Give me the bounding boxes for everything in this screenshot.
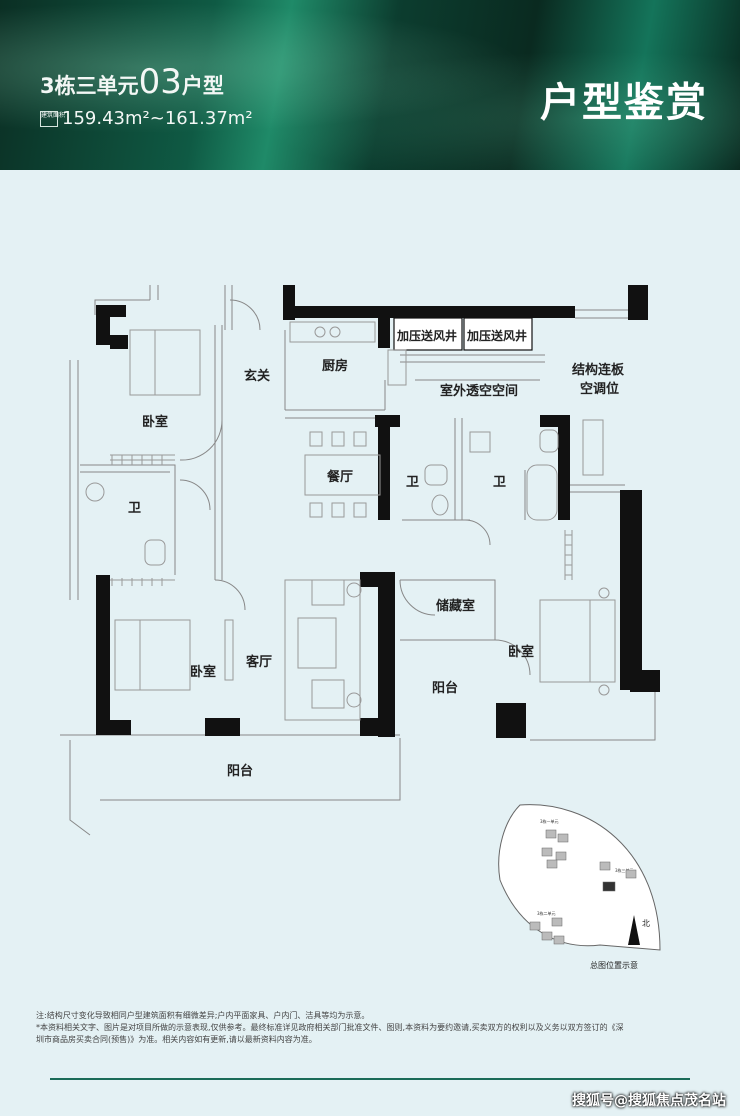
area-tag: 建筑面积	[40, 110, 65, 127]
label-shaft-1: 加压送风井	[396, 328, 457, 343]
label-storage: 储藏室	[435, 598, 475, 614]
coffee-table	[297, 617, 337, 669]
page-title: 户型鉴赏	[540, 80, 708, 126]
shaft-box-1	[393, 317, 463, 351]
floor-plan: 卧室 玄关 厨房 加压送风井 加压送风井 室外透空空间 结构连板 空调位 卫 餐…	[60, 285, 661, 970]
label-balcony-right: 阳台	[432, 680, 458, 696]
disclaimer-notes: 注:结构尺寸变化导致相同户型建筑面积有细微差异;户内平面家具、户内门、洁具等均为…	[36, 1010, 706, 1046]
unit-prefix: 3栋三单元	[40, 74, 139, 98]
site-unit2-label: 3栋二单元	[537, 910, 556, 916]
label-bedroom-top-left: 卧室	[142, 414, 168, 430]
shaft-box-2	[463, 317, 533, 351]
unit-suffix: 户型	[181, 74, 224, 98]
site-buildings	[529, 829, 637, 945]
site-plan-outline	[498, 804, 661, 951]
ac-unit	[582, 419, 604, 476]
site-plan-caption: 总图位置示意	[590, 960, 638, 970]
label-bedroom-right: 卧室	[508, 644, 534, 660]
kitchen-counter	[289, 321, 376, 343]
label-bath-mid2: 卫	[493, 475, 506, 490]
label-bath-mid1: 卫	[406, 475, 419, 490]
site-unit3-label: 3栋三单元	[615, 867, 634, 873]
label-foyer: 玄关	[244, 368, 270, 384]
footer-divider	[50, 1078, 690, 1080]
label-outdoor-void: 室外透空空间	[440, 383, 518, 399]
note-line-1: 注:结构尺寸变化导致相同户型建筑面积有细微差异;户内平面家具、户内门、洁具等均为…	[36, 1011, 370, 1020]
structural-walls	[96, 285, 660, 738]
shaft-boxes	[393, 317, 533, 351]
note-line-3: 圳市商品房买卖合同(预售)》为准。相关内容如有更新,请以最新资料内容为准。	[36, 1035, 317, 1044]
label-balcony-bottom: 阳台	[227, 763, 253, 779]
watermark: 搜狐号@搜狐焦点茂名站	[572, 1093, 726, 1109]
door-swings	[179, 299, 531, 676]
area-range: 159.43m²~161.37m²	[62, 108, 253, 129]
furniture	[85, 321, 616, 721]
label-dining: 餐厅	[326, 469, 353, 485]
site-plan: 3栋一单元 3栋三单元 3栋二单元 北 总图位置示意	[498, 804, 661, 970]
label-kitchen: 厨房	[322, 358, 348, 374]
thin-walls	[60, 285, 656, 836]
tv-console	[224, 619, 234, 681]
bed-right	[539, 599, 616, 683]
site-unit1-label: 3栋一单元	[540, 818, 559, 824]
dining-table	[304, 454, 381, 496]
header-banner: 3栋三单元03户型 建筑面积 159.43m²~161.37m² 户型鉴赏	[0, 0, 740, 170]
label-bedroom-bottom-left: 卧室	[190, 664, 216, 680]
bed-top-left	[129, 329, 201, 396]
label-ac-line2: 空调位	[580, 381, 619, 397]
bed-bottom-left	[114, 619, 191, 691]
unit-number: 03	[138, 62, 182, 102]
sink-left	[85, 482, 105, 502]
toilet-mid1	[424, 464, 448, 486]
bathtub	[526, 464, 558, 521]
label-shaft-2: 加压送风井	[466, 328, 527, 343]
living-rug	[284, 579, 361, 721]
north-label: 北	[642, 919, 650, 928]
north-arrow	[628, 915, 640, 945]
note-line-2: *本资料相关文字、图片是对项目所做的示意表现,仅供参考。最终标准详见政府相关部门…	[36, 1023, 624, 1032]
header-sheen	[0, 0, 740, 170]
label-living: 客厅	[246, 654, 272, 670]
label-bath-left: 卫	[128, 501, 141, 516]
area-line: 建筑面积 159.43m²~161.37m²	[40, 108, 253, 129]
label-ac-line1: 结构连板	[572, 362, 625, 378]
unit-title: 3栋三单元03户型	[40, 62, 224, 102]
